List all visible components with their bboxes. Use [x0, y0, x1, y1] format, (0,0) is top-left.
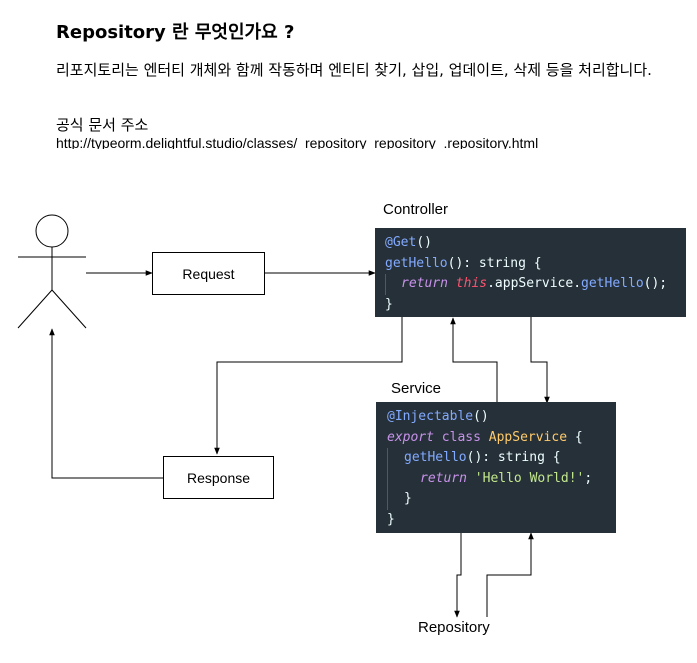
service-code-line-1: @Injectable() — [387, 409, 489, 424]
doc-label: 공식 문서 주소 — [56, 116, 149, 134]
service-code-line-6: } — [387, 511, 395, 527]
service-code-block: @Injectable() export class AppService { … — [376, 402, 616, 533]
page-title: Repository 란 무엇인가요 ? — [56, 22, 295, 43]
service-code-line-4: return 'Hello World!'; — [387, 468, 616, 489]
controller-code-line-3: return this.appService.getHello(); — [385, 274, 686, 295]
service-caption: Service — [391, 380, 442, 397]
description-text: 리포지토리는 엔터티 개체와 함께 작동하며 엔티티 찾기, 삽입, 업데이트,… — [56, 61, 652, 79]
controller-code-line-4: } — [385, 296, 393, 312]
repository-caption: Repository — [418, 619, 490, 636]
controller-code-line-1: @Get() — [385, 235, 432, 250]
request-label: Request — [182, 265, 235, 282]
arrow-controller-to-service — [530, 317, 550, 404]
controller-caption: Controller — [383, 201, 449, 218]
doc-url-link[interactable]: http://typeorm.delightful.studio/classes… — [56, 135, 539, 149]
request-box: Request — [152, 252, 265, 295]
arrow-service-to-repository — [454, 533, 462, 618]
controller-code-block: @Get() getHello(): string { return this.… — [375, 228, 686, 317]
arrow-response-to-actor — [49, 328, 163, 479]
user-actor-icon — [17, 214, 87, 329]
service-code-line-5: } — [387, 489, 616, 510]
arrow-service-to-controller — [450, 317, 498, 402]
response-box: Response — [163, 456, 274, 499]
service-code-line-3: getHello(): string { — [387, 448, 616, 469]
controller-code-line-2: getHello(): string { — [385, 255, 542, 271]
arrow-controller-to-response — [214, 317, 403, 455]
service-code-line-2: export class AppService { — [387, 429, 583, 445]
response-label: Response — [186, 469, 251, 486]
arrow-repository-to-service — [486, 532, 534, 617]
